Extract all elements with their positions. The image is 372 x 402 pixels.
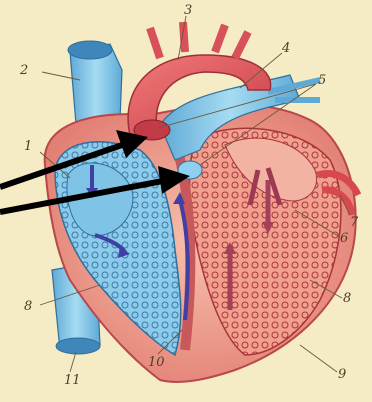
label-2: 2 <box>19 63 28 78</box>
label-11: 11 <box>64 373 81 388</box>
vena-cava-opening <box>68 41 112 59</box>
inferior-vena-cava-opening <box>56 338 100 354</box>
label-8-right: 8 <box>343 291 351 306</box>
label-3: 3 <box>184 3 192 18</box>
label-5: 5 <box>318 73 326 88</box>
label-1: 1 <box>24 139 32 154</box>
label-4: 4 <box>281 41 290 56</box>
label-8-left: 8 <box>24 299 32 314</box>
label-6: 6 <box>340 231 348 246</box>
label-10: 10 <box>148 355 165 370</box>
label-7: 7 <box>350 215 359 230</box>
label-9: 9 <box>338 367 346 382</box>
